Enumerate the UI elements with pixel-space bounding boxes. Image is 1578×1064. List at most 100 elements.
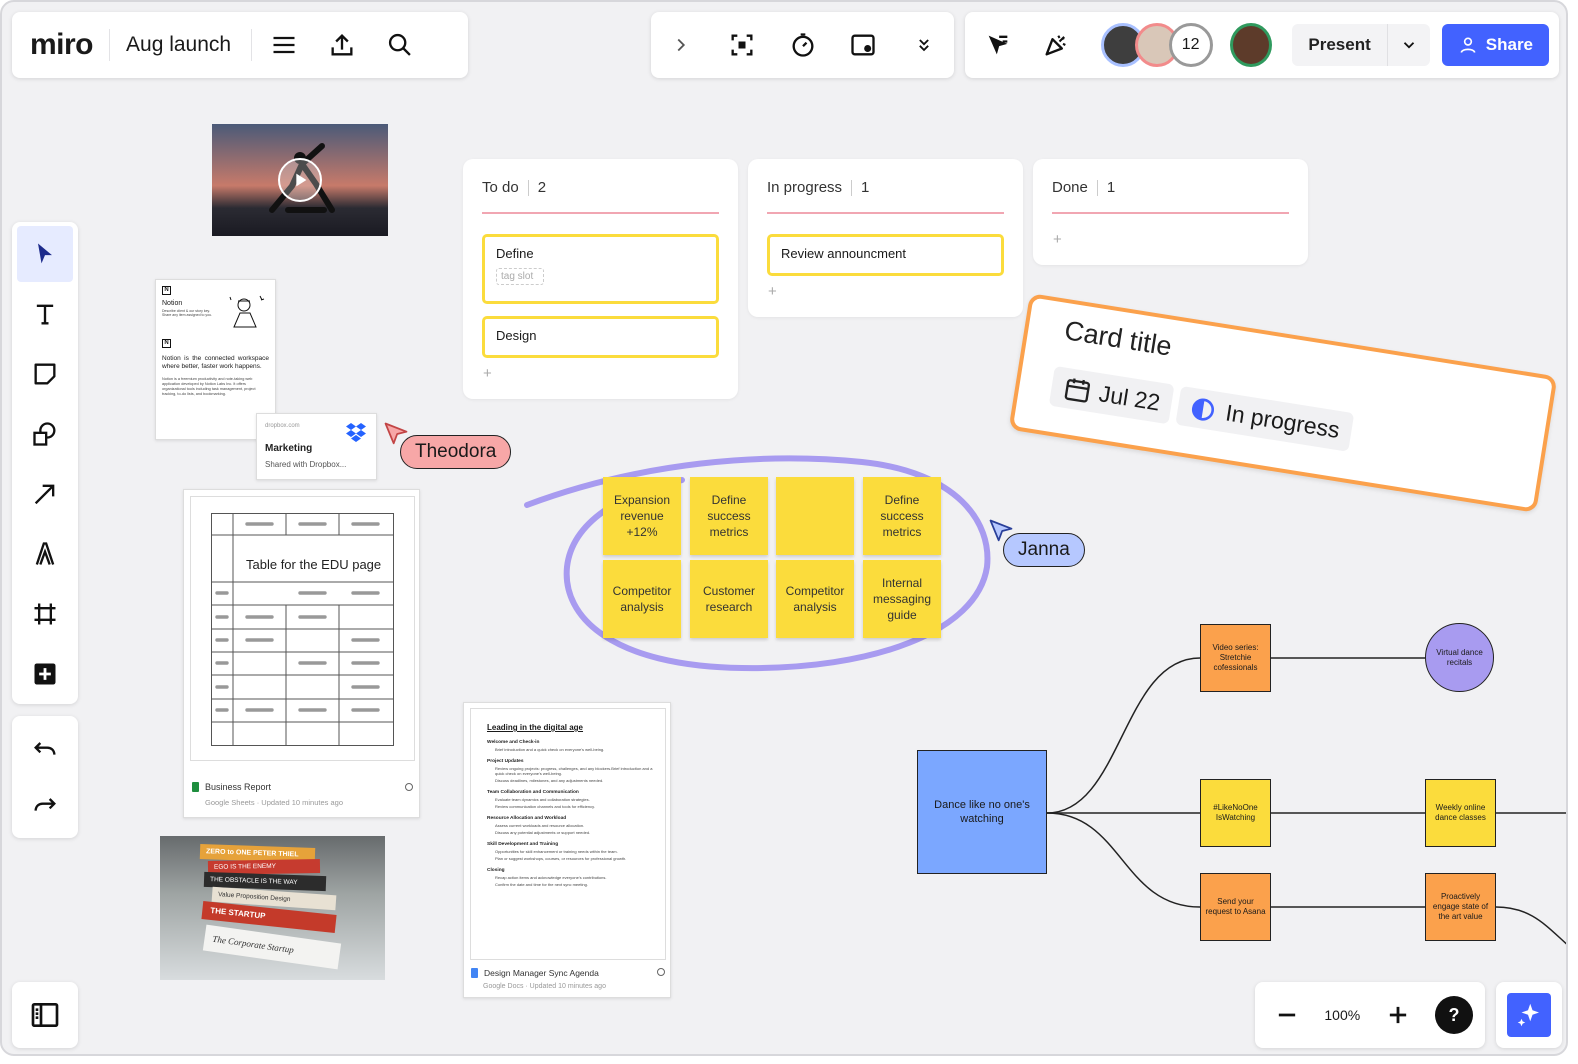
- ai-assistant-button[interactable]: [1496, 982, 1562, 1048]
- mindmap-node[interactable]: Video series: Stretchie cofessionals: [1200, 624, 1271, 692]
- add-more-icon[interactable]: [17, 646, 73, 702]
- collaborator-avatars[interactable]: 12: [1100, 22, 1213, 68]
- cursor-arrow-icon: [989, 519, 1013, 542]
- collaboration-toolbar: [651, 12, 954, 78]
- video-thumbnail[interactable]: [212, 124, 388, 236]
- miro-logo[interactable]: miro: [30, 28, 94, 61]
- mindmap-node[interactable]: Proactively engage state of the art valu…: [1425, 873, 1496, 941]
- help-button[interactable]: ?: [1434, 996, 1473, 1034]
- sidebar-panel-icon: [31, 1003, 59, 1027]
- zoom-controls: 100% ?: [1255, 982, 1485, 1048]
- sheet-table-title: Table for the EDU page: [246, 557, 382, 572]
- card-widget[interactable]: Card title Jul 22 In progress: [1008, 293, 1558, 513]
- kanban-card-review-announcement[interactable]: Review announcment: [767, 234, 1004, 276]
- divider: [767, 212, 1004, 214]
- agenda-item: Review ongoing projects: progress, chall…: [495, 766, 653, 776]
- mindmap-node[interactable]: #LikeNoOne IsWatching: [1200, 779, 1271, 847]
- zoom-in-icon[interactable]: [1378, 995, 1418, 1035]
- board-panel-toggle[interactable]: [12, 982, 78, 1048]
- screen-record-icon[interactable]: [843, 25, 883, 65]
- sticky-note[interactable]: Customer research: [690, 560, 768, 638]
- notion-body: Notion is a freemium productivity and no…: [162, 377, 256, 396]
- search-icon[interactable]: [380, 25, 420, 65]
- mindmap-node[interactable]: Weekly online dance classes: [1425, 779, 1496, 847]
- sticky-note[interactable]: Competitor analysis: [603, 560, 681, 638]
- share-button[interactable]: Share: [1441, 24, 1550, 66]
- sheet-footer: Business Report: [192, 782, 271, 792]
- google-docs-card[interactable]: Leading in the digital age Welcome and C…: [463, 702, 671, 998]
- agenda-item: Assess current workloads and resource al…: [495, 823, 585, 828]
- sticky-note[interactable]: Define success metrics: [690, 477, 768, 555]
- sheet-meta: Google Sheets · Updated 10 minutes ago: [205, 798, 344, 807]
- agenda-item: Brief introduction and a quick check on …: [495, 747, 605, 752]
- agenda-item: Confirm the date and time for the next s…: [495, 882, 588, 887]
- chevron-right-icon[interactable]: [661, 25, 701, 65]
- text-tool-icon[interactable]: [17, 286, 73, 342]
- cursor-follow-icon[interactable]: [979, 25, 1017, 65]
- doc-preview: Leading in the digital age Welcome and C…: [470, 708, 666, 960]
- doc-meta: Google Docs · Updated 10 minutes ago: [483, 983, 606, 990]
- redo-icon[interactable]: [17, 778, 73, 834]
- google-sheets-icon: [192, 782, 199, 792]
- mindmap-node[interactable]: Virtual dance recitals: [1425, 623, 1494, 692]
- divider: [251, 29, 253, 61]
- cursor-label-theodora: Theodora: [400, 435, 512, 469]
- celebrate-icon[interactable]: [1037, 25, 1075, 65]
- board-title[interactable]: Aug launch: [126, 33, 232, 56]
- shapes-tool-icon[interactable]: [17, 406, 73, 462]
- mindmap-root-node[interactable]: Dance like no one's watching: [917, 750, 1047, 874]
- add-card-button[interactable]: +: [1053, 231, 1062, 248]
- double-chevron-down-icon[interactable]: [904, 25, 944, 65]
- table-grid: [211, 513, 394, 746]
- agenda-section-title: Resource Allocation and Workload: [487, 816, 567, 821]
- sticky-note[interactable]: Define success metrics: [863, 477, 941, 555]
- pen-tool-icon[interactable]: [17, 526, 73, 582]
- select-tool-icon[interactable]: [17, 226, 73, 282]
- sticky-note-tool-icon[interactable]: [17, 346, 73, 402]
- play-icon[interactable]: [278, 158, 322, 202]
- sticky-note[interactable]: Expansion revenue +12%: [603, 477, 681, 555]
- collaborator-count-badge[interactable]: 12: [1168, 23, 1213, 67]
- tool-palette: [12, 222, 78, 704]
- menu-icon[interactable]: [264, 25, 304, 65]
- notion-description: Describe client & our story key. Share a…: [162, 309, 213, 317]
- timer-icon[interactable]: [783, 25, 823, 65]
- card-status-tag[interactable]: In progress: [1175, 385, 1355, 452]
- focus-frame-icon[interactable]: [722, 25, 762, 65]
- present-button[interactable]: Present: [1308, 35, 1371, 54]
- arrow-tool-icon[interactable]: [17, 466, 73, 522]
- sticky-note[interactable]: Competitor analysis: [776, 560, 854, 638]
- upload-icon[interactable]: [322, 25, 362, 65]
- doc-footer: Design Manager Sync Agenda: [471, 968, 599, 978]
- card-date-tag[interactable]: Jul 22: [1048, 365, 1175, 425]
- frame-tool-icon[interactable]: [17, 586, 73, 642]
- sticky-note[interactable]: Internal messaging guide: [863, 560, 941, 638]
- zoom-level[interactable]: 100%: [1324, 1007, 1361, 1023]
- sticky-note[interactable]: [776, 477, 854, 555]
- info-icon[interactable]: [657, 968, 665, 976]
- illustration: [229, 295, 265, 328]
- avatar[interactable]: [1230, 23, 1273, 67]
- sheet-name: Business Report: [205, 782, 272, 792]
- notion-title: Notion: [162, 300, 183, 307]
- add-card-button[interactable]: +: [768, 283, 777, 300]
- kanban-card-design[interactable]: Design: [482, 316, 719, 358]
- mindmap-node[interactable]: Send your request to Asana: [1200, 873, 1271, 941]
- notion-embed-card[interactable]: N Notion Describe client & our story key…: [155, 279, 276, 440]
- add-card-button[interactable]: +: [483, 365, 492, 382]
- doc-name: Design Manager Sync Agenda: [484, 968, 599, 978]
- agenda-item: Review communication channels and tools …: [495, 804, 595, 809]
- kanban-card-define[interactable]: Define tag slot: [482, 234, 719, 304]
- dropbox-embed-card[interactable]: dropbox.com Marketing Shared with Dropbo…: [256, 413, 377, 480]
- zoom-out-icon[interactable]: [1267, 995, 1307, 1035]
- books-photo[interactable]: ZERO to ONE PETER THIEL EGO IS THE ENEMY…: [160, 836, 385, 980]
- undo-icon[interactable]: [17, 722, 73, 778]
- info-icon[interactable]: [405, 783, 413, 791]
- chevron-down-icon[interactable]: [1388, 25, 1430, 65]
- tag-slot[interactable]: tag slot: [496, 268, 544, 285]
- google-sheets-card[interactable]: Table for the EDU page Business Report G…: [183, 489, 420, 818]
